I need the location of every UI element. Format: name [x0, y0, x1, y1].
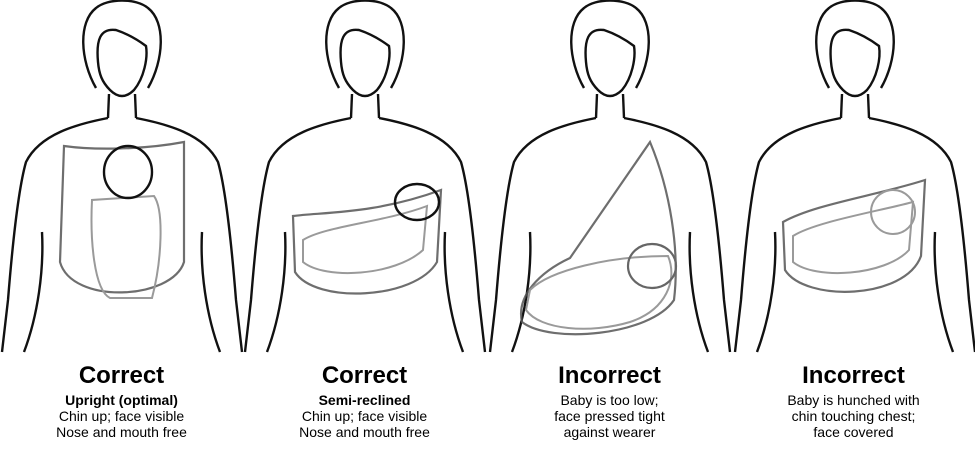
- caption-hunched: Incorrect Baby is hunched with chin touc…: [732, 362, 975, 440]
- verdict-label: Incorrect: [732, 362, 975, 390]
- caption-line: Nose and mouth free: [243, 424, 486, 440]
- verdict-label: Incorrect: [488, 362, 731, 390]
- figure-hunched: [735, 1, 975, 353]
- figure-semi-reclined: [245, 1, 485, 353]
- caption-line: Chin up; face visible: [0, 408, 243, 424]
- caption-upright: Correct Upright (optimal) Chin up; face …: [0, 362, 243, 440]
- caption-semi-reclined: Correct Semi-reclined Chin up; face visi…: [243, 362, 486, 440]
- caption-line: Nose and mouth free: [0, 424, 243, 440]
- caption-too-low: Incorrect Baby is too low; face pressed …: [488, 362, 731, 440]
- caption-line: Chin up; face visible: [243, 408, 486, 424]
- caption-line: against wearer: [488, 424, 731, 440]
- figure-too-low: [490, 1, 730, 353]
- baby-upright: [92, 196, 161, 298]
- verdict-label: Correct: [243, 362, 486, 390]
- illustrations: [0, 0, 975, 360]
- baby-semi-reclined: [303, 206, 427, 273]
- position-label: Semi-reclined: [243, 392, 486, 408]
- caption-line: chin touching chest;: [732, 408, 975, 424]
- caption-line: face covered: [732, 424, 975, 440]
- figure-upright: [2, 1, 242, 353]
- baby-too-low: [526, 256, 671, 329]
- position-label: Upright (optimal): [0, 392, 243, 408]
- caption-line: Baby is hunched with: [732, 392, 975, 408]
- baby-hunched: [793, 202, 913, 273]
- caption-line: Baby is too low;: [488, 392, 731, 408]
- verdict-label: Correct: [0, 362, 243, 390]
- caption-line: face pressed tight: [488, 408, 731, 424]
